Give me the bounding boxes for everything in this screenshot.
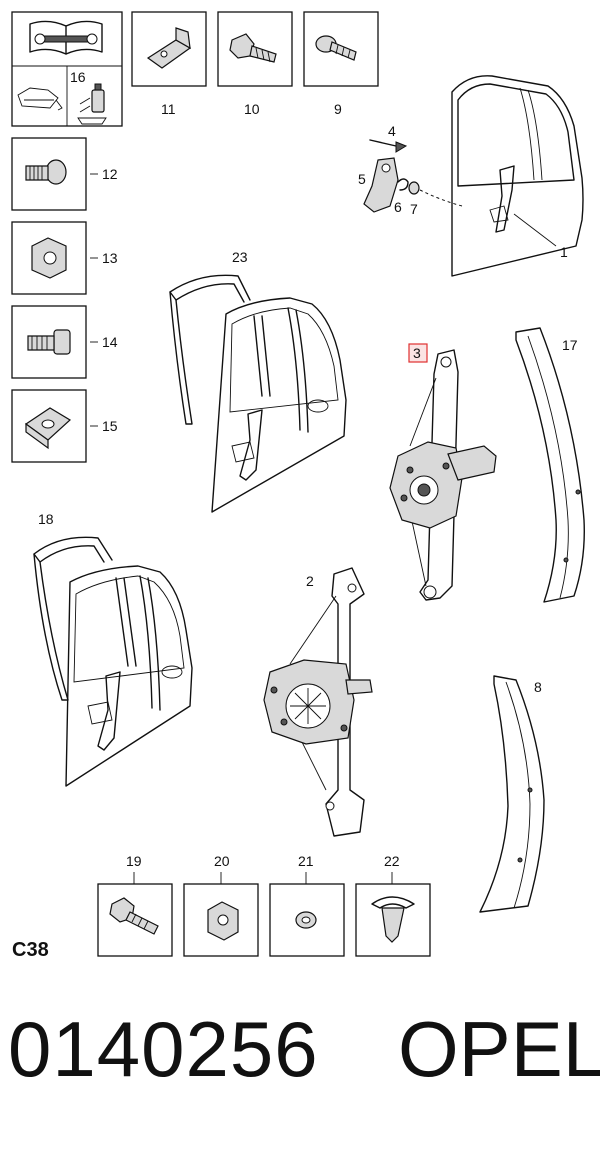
part-label-9: 9 [334,101,342,117]
part-box-10: 10 [217,11,293,117]
window-guide-rail-17: 17 [515,327,585,603]
manual-icon-box: 16 [11,11,123,127]
window-regulator-3: 3 [389,343,497,601]
part-box-21: 21 [269,853,345,957]
parts-diagram: 16 11 10 9 12 13 [11,11,585,961]
part-label-18: 18 [38,511,54,527]
book-wrench-icon [29,20,103,55]
part-label-6: 6 [394,199,402,215]
rear-door-assembly-1: 1 [451,75,584,277]
part-label-3: 3 [413,345,421,361]
part-label-7: 7 [410,201,418,217]
hinge-parts-4-7: 4 5 6 7 [358,123,463,217]
part-box-19: 19 [97,853,173,957]
part-box-13: 13 [11,221,118,295]
part-label-20: 20 [214,853,230,869]
part-box-11: 11 [131,11,207,117]
part-label-4: 4 [388,123,396,139]
part-label-19: 19 [126,853,142,869]
part-label-10: 10 [244,101,260,117]
part-label-14: 14 [102,334,118,350]
part-label-5: 5 [358,171,366,187]
window-guide-rail-8: 8 [479,675,545,913]
part-box-9: 9 [303,11,379,117]
part-label-16: 16 [70,69,86,85]
part-box-20: 20 [183,853,259,957]
oil-bottle-icon [77,83,107,125]
part-label-23: 23 [232,249,248,265]
rear-door-assembly-23: 23 [169,249,347,513]
part-label-2: 2 [306,573,314,589]
part-box-15: 15 [11,389,118,463]
brand-name: OPEL [398,1005,600,1093]
part-box-14: 14 [11,305,118,379]
part-label-13: 13 [102,250,118,266]
part-box-12: 12 [11,137,118,211]
part-label-17: 17 [562,337,578,353]
part-label-15: 15 [102,418,118,434]
part-label-11: 11 [161,101,176,117]
catalog-number: 0140256 [8,1005,319,1093]
part-label-21: 21 [298,853,314,869]
page-code: C38 [12,939,49,961]
part-label-1: 1 [560,244,568,260]
part-label-8: 8 [534,679,542,695]
rear-door-assembly-18: 18 [33,511,193,787]
part-label-12: 12 [102,166,118,182]
window-regulator-2: 2 [263,567,373,837]
part-label-22: 22 [384,853,400,869]
highlighted-label-box [408,343,428,363]
part-box-22: 22 [355,853,431,957]
engine-lift-icon [17,87,63,111]
